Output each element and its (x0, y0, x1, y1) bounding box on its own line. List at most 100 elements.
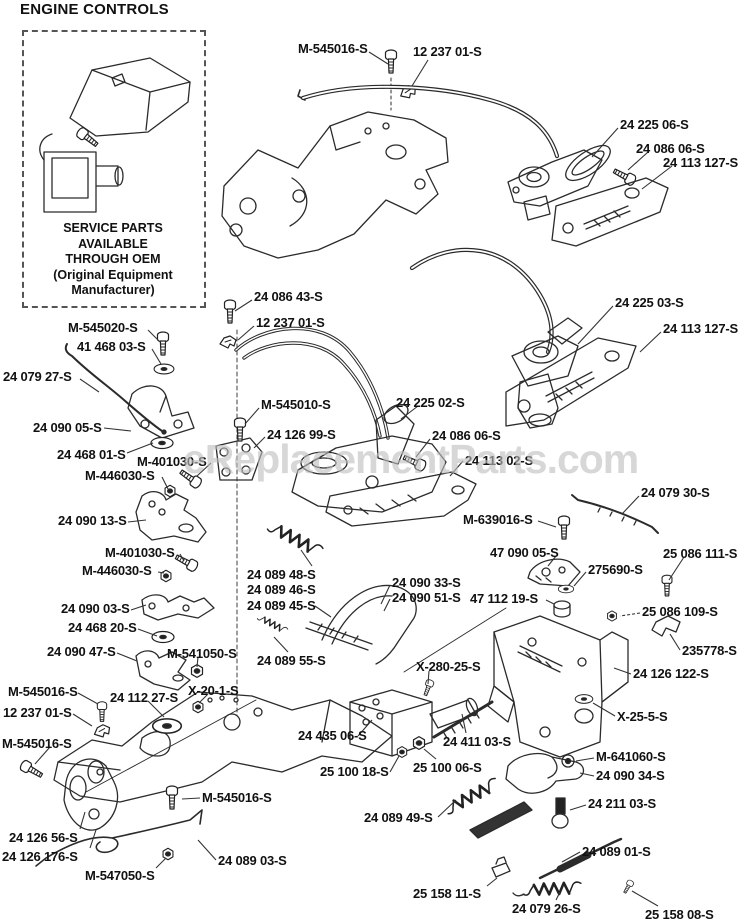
leader-line (415, 438, 431, 458)
leader-line (196, 462, 212, 477)
leader-line (400, 405, 419, 420)
part-label: 24 126 99-S (267, 427, 336, 442)
part-label: X-280-25-S (416, 659, 481, 674)
leader-line (237, 325, 255, 341)
part-label: 25 086 109-S (642, 604, 718, 619)
part-label: M-541050-S (167, 646, 237, 661)
leader-line (380, 584, 391, 605)
leader-line (427, 670, 430, 685)
leader-line (449, 460, 464, 477)
part-label: 275690-S (588, 562, 643, 577)
leader-line (127, 519, 147, 523)
leader-line (579, 772, 595, 777)
leader-line (155, 857, 167, 869)
part-label: 24 090 33-S (392, 575, 461, 590)
part-label: M-547050-S (85, 868, 155, 883)
leader-line (411, 59, 429, 87)
leader-line (126, 442, 154, 454)
leader-line (198, 693, 209, 704)
part-label: 25 158 11-S (413, 886, 481, 901)
leader-line (253, 436, 266, 449)
part-label: 24 435 06-S (298, 728, 367, 743)
leader-line (103, 427, 132, 432)
part-label: M-545010-S (261, 397, 331, 412)
leader-line (300, 549, 313, 567)
leader-line (613, 667, 632, 675)
part-label: 24 089 46-S (247, 582, 316, 597)
part-label: 24 089 49-S (364, 810, 433, 825)
part-label: M-545020-S (68, 320, 138, 335)
part-label: 24 468 20-S (68, 620, 137, 635)
leader-line (486, 877, 498, 887)
part-label: 24 086 06-S (636, 141, 705, 156)
leader-line (77, 692, 99, 705)
part-label: 24 113 127-S (663, 321, 738, 336)
part-label: M-545016-S (8, 684, 78, 699)
leader-line (547, 555, 557, 567)
part-label: M-401030-S (137, 454, 207, 469)
leader-line (573, 571, 587, 587)
part-label: X-20-1-S (188, 683, 239, 698)
service-note-line: (Original Equipment (53, 267, 173, 282)
leader-line (34, 746, 51, 765)
part-label: 25 100 06-S (413, 760, 482, 775)
leader-line (314, 605, 332, 618)
part-label: 24 468 01-S (57, 447, 126, 462)
part-label: 24 079 26-S (512, 901, 581, 916)
service-note-line: AVAILABLE (78, 236, 148, 251)
leader-line (89, 829, 97, 849)
part-label: 24 090 34-S (596, 768, 665, 783)
part-label: 24 090 51-S (392, 590, 461, 605)
leader-line (627, 151, 649, 171)
leader-line (151, 348, 162, 365)
leader-line (461, 713, 467, 734)
part-label: M-641060-S (596, 749, 666, 764)
leader-line (631, 890, 659, 907)
part-label: M-446030-S (82, 563, 152, 578)
leader-line (72, 713, 93, 727)
part-label: 25 086 111-S (663, 546, 738, 561)
leader-line (668, 556, 685, 581)
part-label: X-25-5-S (617, 709, 668, 724)
leader-line (619, 612, 641, 617)
leader-line (79, 378, 100, 393)
leader-line (244, 407, 260, 425)
leader-line (196, 656, 199, 668)
part-label: 47 112 19-S (470, 591, 538, 606)
leader-line (116, 652, 138, 662)
leader-line (383, 598, 391, 612)
part-label: 24 113 127-S (663, 155, 738, 170)
part-label: 24 090 03-S (61, 601, 130, 616)
part-label: 24 089 48-S (247, 567, 316, 582)
leader-line (641, 165, 673, 190)
leader-line (575, 757, 595, 762)
part-label: 12 237 01-S (3, 705, 72, 720)
leader-line (561, 851, 581, 863)
part-label: M-639016-S (463, 512, 533, 527)
leader-line (181, 797, 201, 800)
leader-lines (34, 51, 685, 907)
part-label: M-545016-S (298, 41, 368, 56)
service-note-line: THROUGH OEM (65, 252, 161, 266)
leader-line (555, 891, 561, 901)
leader-line (79, 811, 86, 830)
leader-line (639, 331, 662, 353)
leader-line (545, 599, 555, 605)
watermark: eReplacementParts.com (183, 436, 639, 482)
leader-line (592, 702, 616, 717)
leader-line (591, 127, 619, 158)
part-label: 25 100 18-S (320, 764, 389, 779)
part-label: 12 237 01-S (256, 315, 325, 330)
part-label: 24 086 06-S (432, 428, 501, 443)
leader-line (389, 755, 400, 773)
leader-line (569, 804, 587, 811)
part-label: 41 468 03-S (77, 339, 146, 354)
part-label: 24 079 27-S (3, 369, 72, 384)
part-label: 24 225 06-S (620, 117, 689, 132)
part-label: 24 126 176-S (2, 849, 78, 864)
leader-line (161, 476, 169, 490)
part-label: M-446030-S (85, 468, 155, 483)
